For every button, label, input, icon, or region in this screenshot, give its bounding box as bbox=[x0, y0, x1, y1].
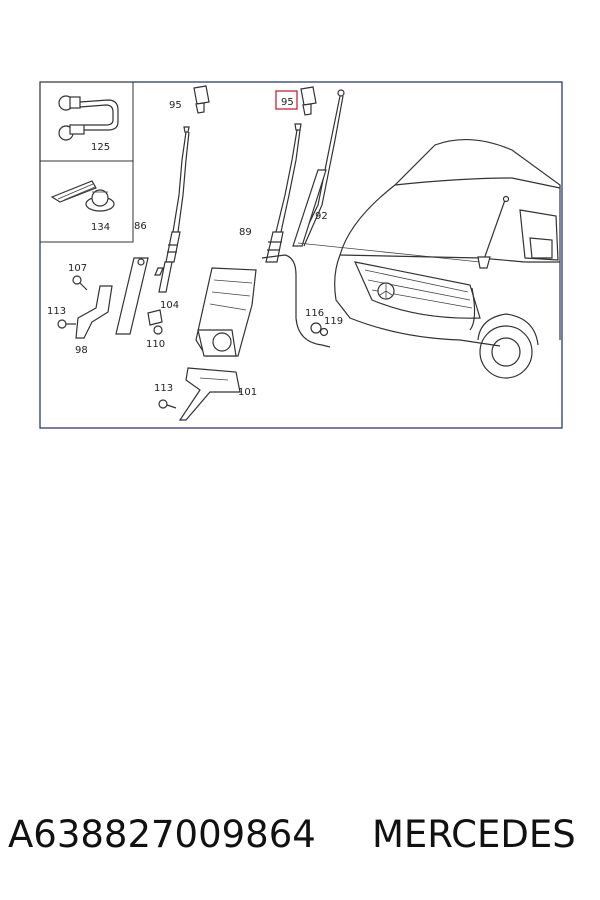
callout-95-left: 95 bbox=[169, 100, 182, 111]
callout-86: 86 bbox=[134, 221, 147, 232]
callout-110: 110 bbox=[146, 339, 165, 350]
callout-98: 98 bbox=[75, 345, 88, 356]
part-89-power-antenna bbox=[195, 123, 331, 357]
part-95-tip-middle bbox=[300, 86, 317, 116]
callout-95-highlighted: 95 bbox=[281, 97, 294, 108]
callout-134: 134 bbox=[91, 222, 110, 233]
van-illustration bbox=[334, 138, 561, 379]
part-92-rod bbox=[292, 89, 345, 247]
part-116-nut bbox=[310, 322, 322, 334]
part-101-mount-bracket bbox=[178, 367, 241, 421]
callout-113-left: 113 bbox=[47, 306, 66, 317]
part-number-text: A638827009864 bbox=[8, 813, 316, 856]
callout-92: 92 bbox=[315, 211, 328, 222]
brand-text: MERCEDES bbox=[372, 813, 576, 856]
leader-line bbox=[297, 242, 481, 263]
part-125-cable bbox=[58, 95, 119, 141]
part-104-clip bbox=[147, 309, 163, 326]
part-86-antenna bbox=[115, 126, 190, 335]
part-113-screw-a bbox=[57, 319, 76, 329]
callout-125: 125 bbox=[91, 142, 110, 153]
callout-89: 89 bbox=[239, 227, 252, 238]
callout-119: 119 bbox=[324, 316, 343, 327]
part-113-screw-b bbox=[158, 399, 177, 409]
part-134-grommet bbox=[50, 180, 115, 212]
callout-101: 101 bbox=[238, 387, 257, 398]
part-95-tip-left bbox=[193, 85, 210, 114]
callout-104: 104 bbox=[160, 300, 179, 311]
callout-107: 107 bbox=[68, 263, 87, 274]
highlight-box bbox=[275, 90, 298, 110]
part-107-screw bbox=[72, 275, 88, 291]
part-119-washer bbox=[319, 327, 329, 337]
part-110-nut bbox=[153, 325, 163, 335]
callout-116: 116 bbox=[305, 308, 324, 319]
callout-113-bottom: 113 bbox=[154, 383, 173, 394]
diagram-frame bbox=[39, 81, 563, 429]
inset-box-134 bbox=[39, 160, 134, 243]
part-98-bracket bbox=[75, 285, 113, 339]
